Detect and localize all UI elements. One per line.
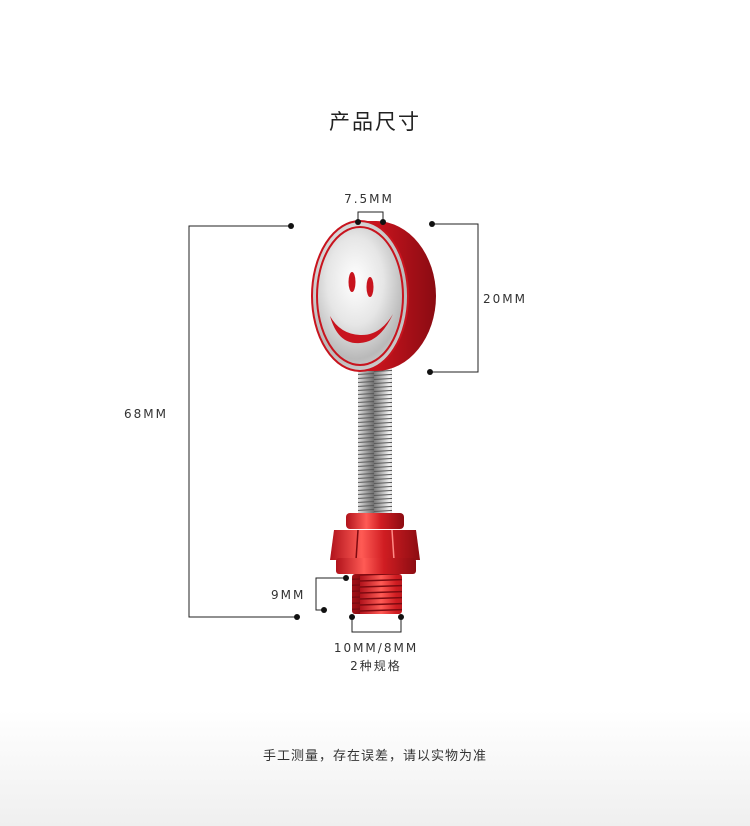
smiley-head xyxy=(311,220,436,372)
spring-shaft xyxy=(358,366,392,524)
threaded-bolt xyxy=(352,574,402,614)
smiley-screw-illustration xyxy=(311,220,436,614)
page-title: 产品尺寸 xyxy=(329,110,421,134)
right-eye xyxy=(366,277,374,297)
measurement-note: 手工测量，存在误差，请以实物为准 xyxy=(262,749,487,764)
label-head-diameter: 20MM xyxy=(483,292,527,306)
label-thread-size: 10MM/8MM xyxy=(334,641,418,655)
hex-nut xyxy=(330,513,420,574)
label-variants: 2种规格 xyxy=(350,658,402,673)
dimension-lines xyxy=(188,211,479,633)
smile-mouth xyxy=(330,314,393,344)
dimension-endpoints xyxy=(288,219,435,620)
label-head-thickness: 7.5MM xyxy=(344,192,394,206)
label-thread-length: 9MM xyxy=(271,588,305,602)
left-eye xyxy=(348,272,356,292)
label-total-length: 68MM xyxy=(124,407,168,421)
